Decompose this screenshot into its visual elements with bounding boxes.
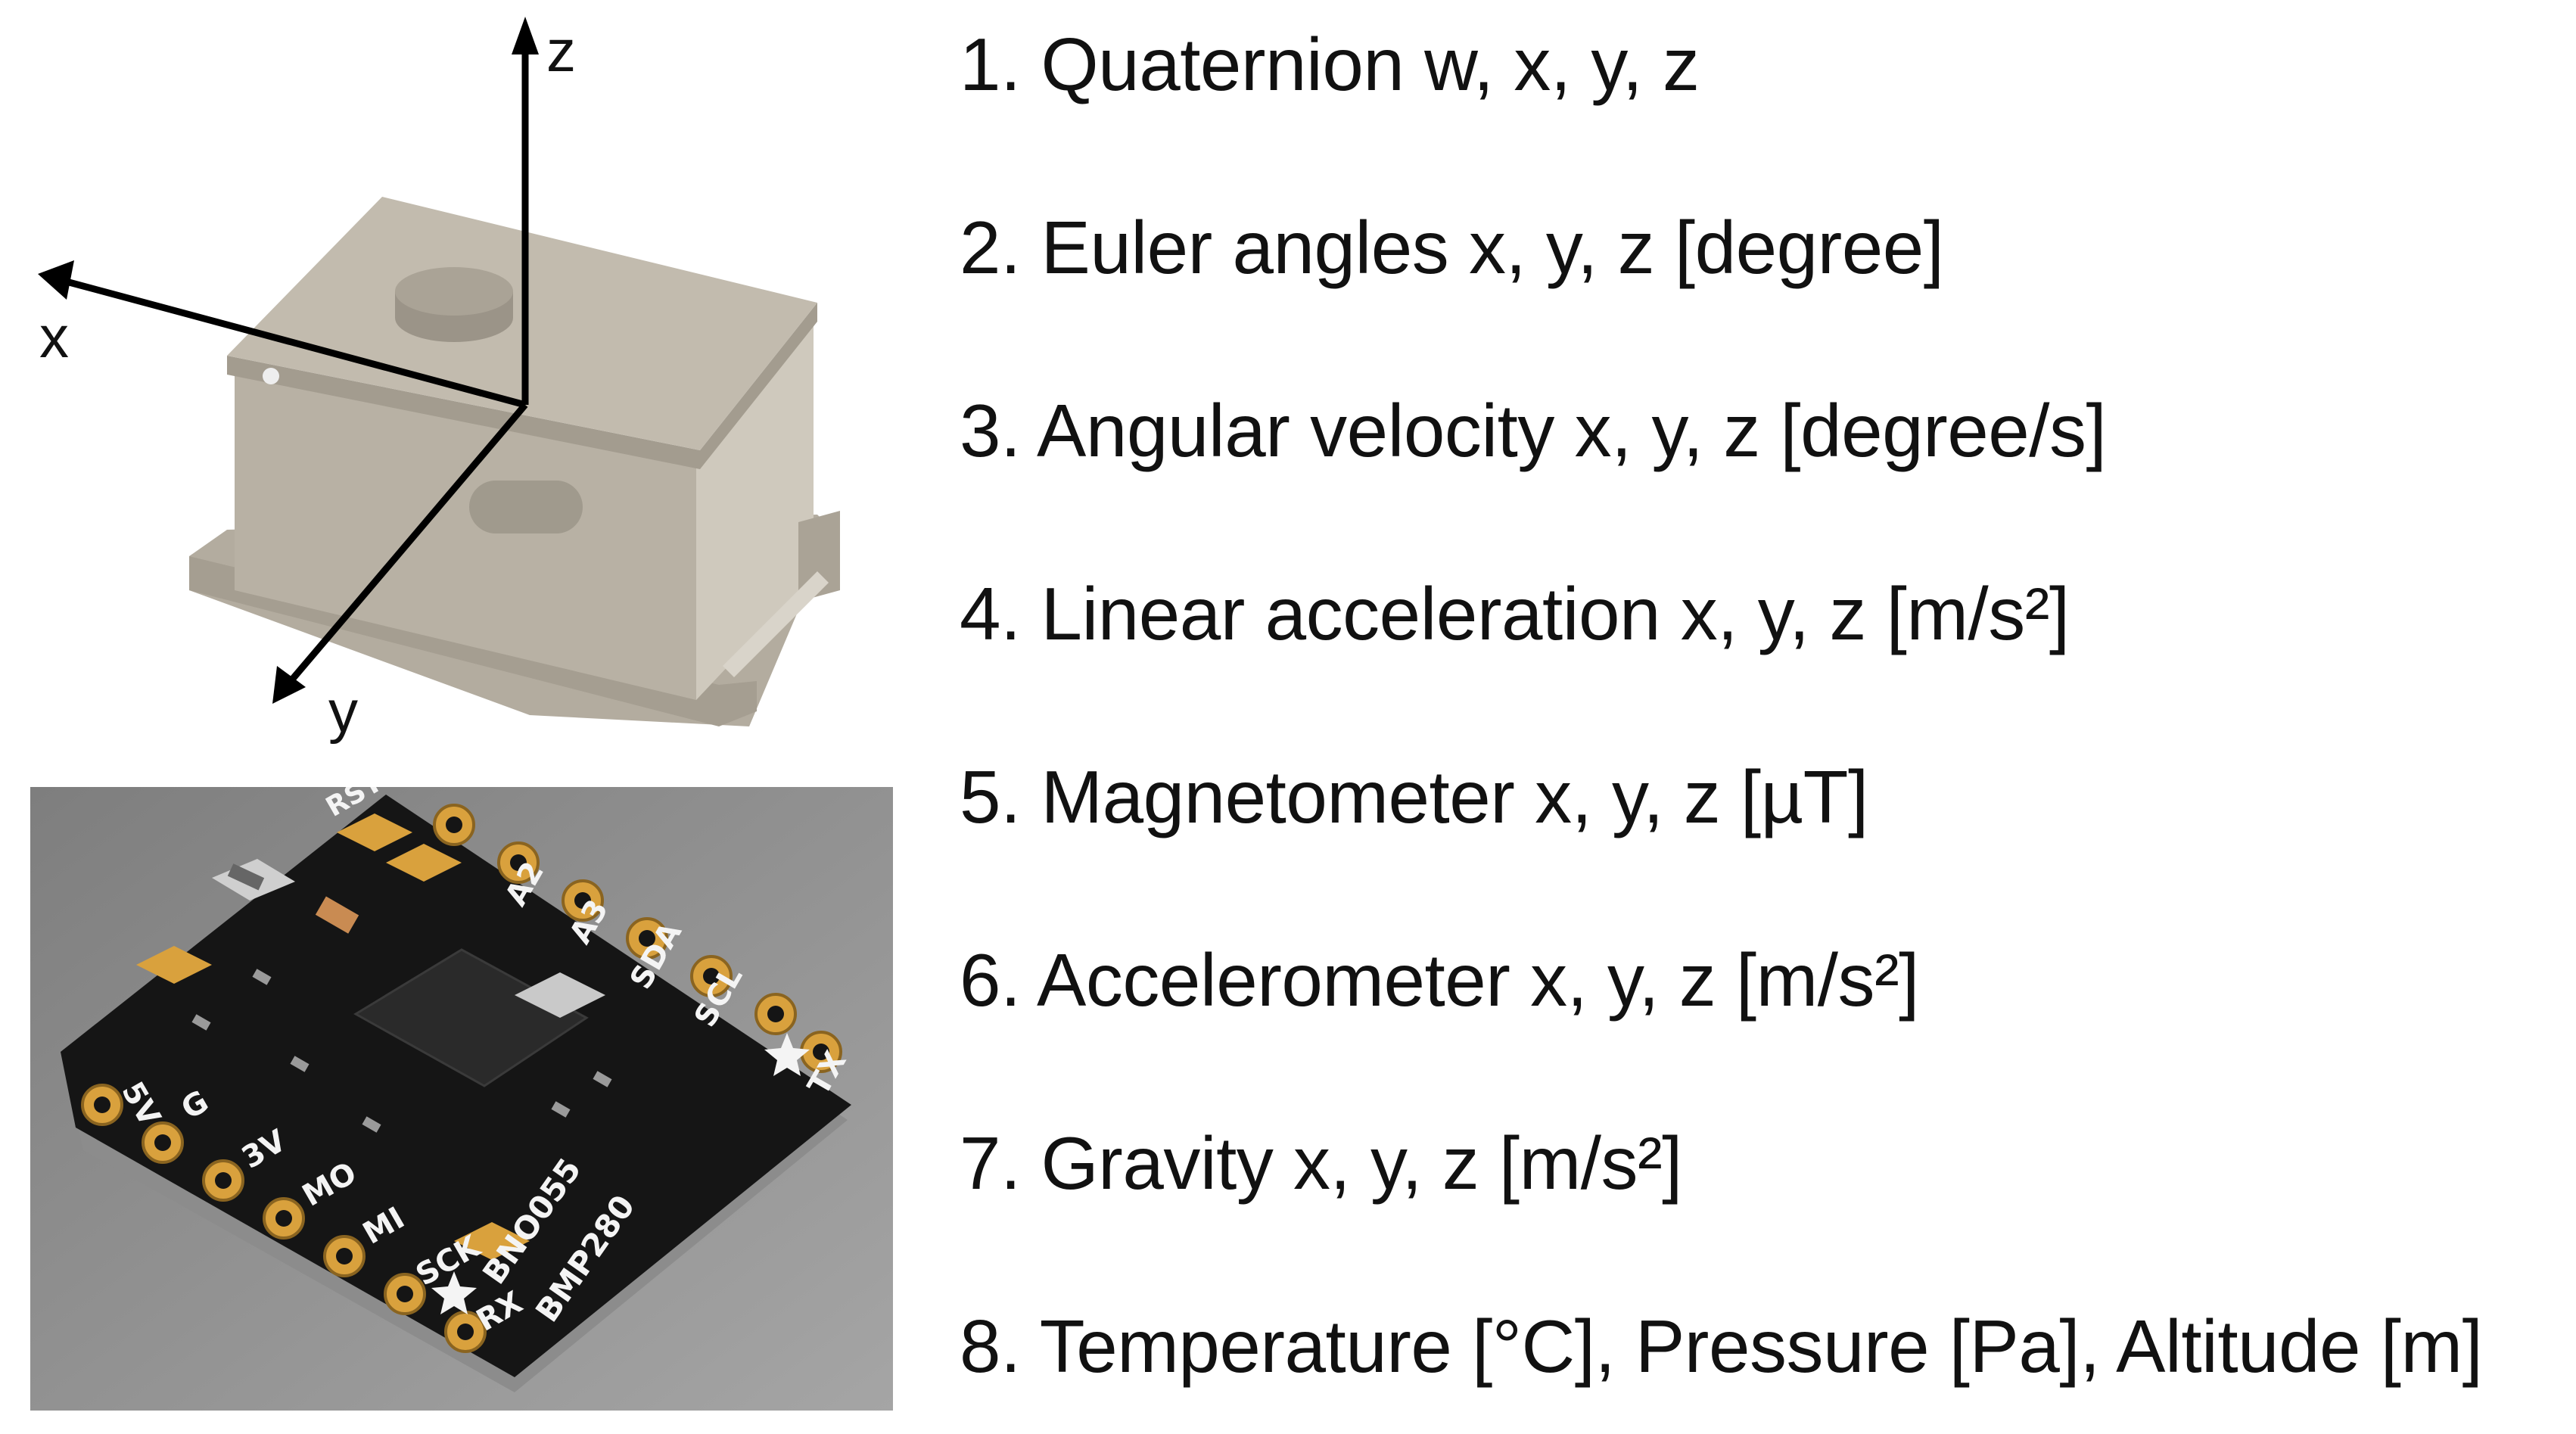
measurement-quaternion: 1. Quaternion w, x, y, z [960,22,1700,106]
y-axis-label: y [328,678,358,745]
z-axis-arrowhead [512,17,539,54]
star-logo-icon [431,1271,477,1314]
bno055-chip [353,948,589,1087]
measurement-temperature-pressure-altitude: 8. Temperature [°C], Pressure [Pa], Alti… [960,1304,2483,1388]
measurement-angular-velocity: 3. Angular velocity x, y, z [degree/s] [960,388,2107,472]
star-logo-icon [764,1033,810,1076]
measurement-gravity: 7. Gravity x, y, z [m/s²] [960,1121,1682,1205]
housing-front-face [235,371,696,700]
x-axis-arrowhead [38,260,74,300]
x-axis-line [59,276,527,409]
y-axis-line [285,403,528,687]
sensor-board-photo: 5V G 3V MO MI SCK RX RST A2 A3 SDA SCL T… [30,787,893,1411]
measurement-magnetometer: 5. Magnetometer x, y, z [µT] [960,754,1868,838]
z-axis-label: z [546,17,576,84]
x-axis-label: x [39,303,69,370]
measurement-linear-acceleration: 4. Linear acceleration x, y, z [m/s²] [960,571,2070,655]
pcb-board [61,795,851,1377]
measurement-list: 1. Quaternion w, x, y, z 2. Euler angles… [960,0,2571,1434]
measurement-euler-angles: 2. Euler angles x, y, z [degree] [960,205,1944,289]
sensor-housing-render [38,17,840,726]
measurement-accelerometer: 6. Accelerometer x, y, z [m/s²] [960,938,1919,1022]
y-axis-arrowhead [272,666,306,704]
